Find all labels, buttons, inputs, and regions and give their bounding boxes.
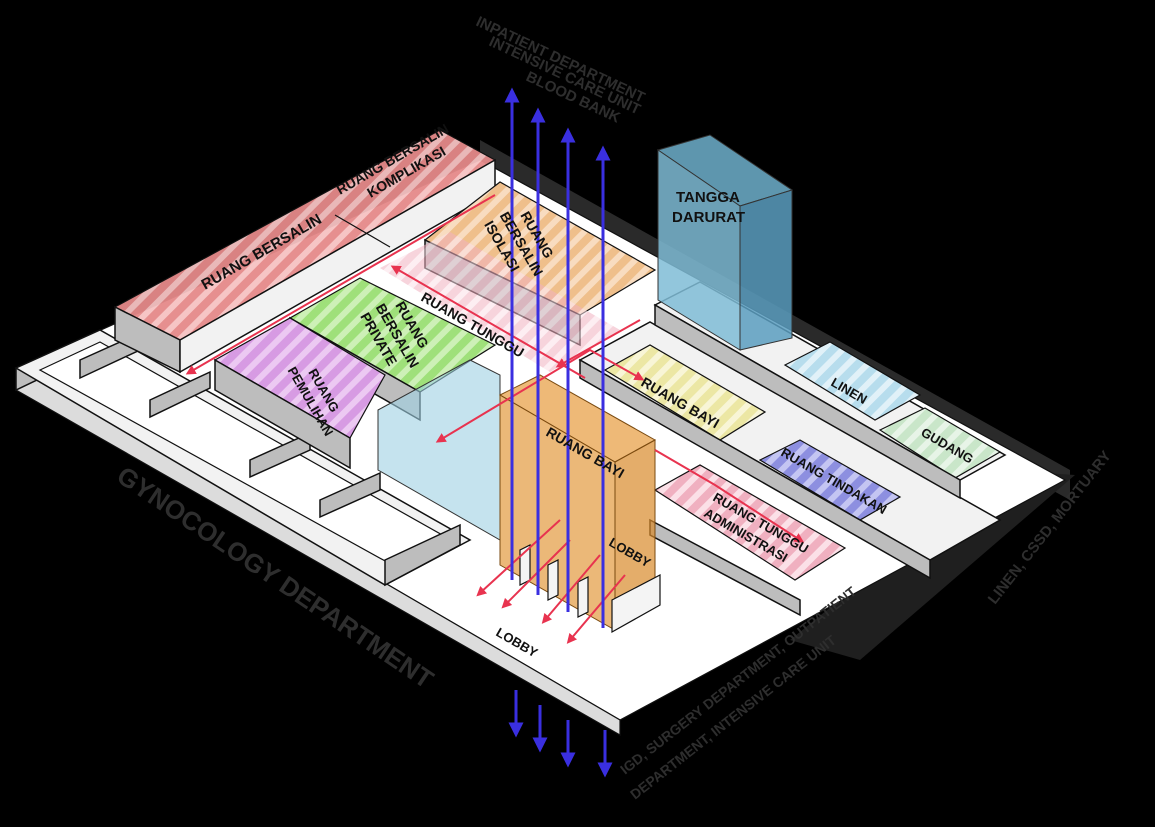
svg-text:TANGGA: TANGGA — [676, 189, 740, 206]
building-shadow-right — [790, 470, 1075, 660]
label-ruang-bersalin-isolasi: RUANG BERSALIN ISOLASI — [481, 209, 557, 279]
blue-flow-arrows — [504, 87, 613, 778]
label-tangga-darurat: TANGGA DARURAT — [672, 189, 745, 226]
svg-text:INTENSIVE CARE UNIT: INTENSIVE CARE UNIT — [486, 33, 643, 118]
lobby-walls — [519, 544, 661, 634]
right-service-rooms — [578, 321, 1002, 617]
tangga-darurat-block — [656, 134, 794, 351]
svg-text:DARURAT: DARURAT — [672, 209, 745, 226]
ruang-tunggu-zone — [380, 232, 620, 372]
ruang-bersalin-block — [113, 129, 497, 374]
label-top-destinations: INPATIENT DEPARTMENT INTENSIVE CARE UNIT… — [473, 13, 647, 126]
ruang-pemulihan-block — [213, 317, 386, 470]
